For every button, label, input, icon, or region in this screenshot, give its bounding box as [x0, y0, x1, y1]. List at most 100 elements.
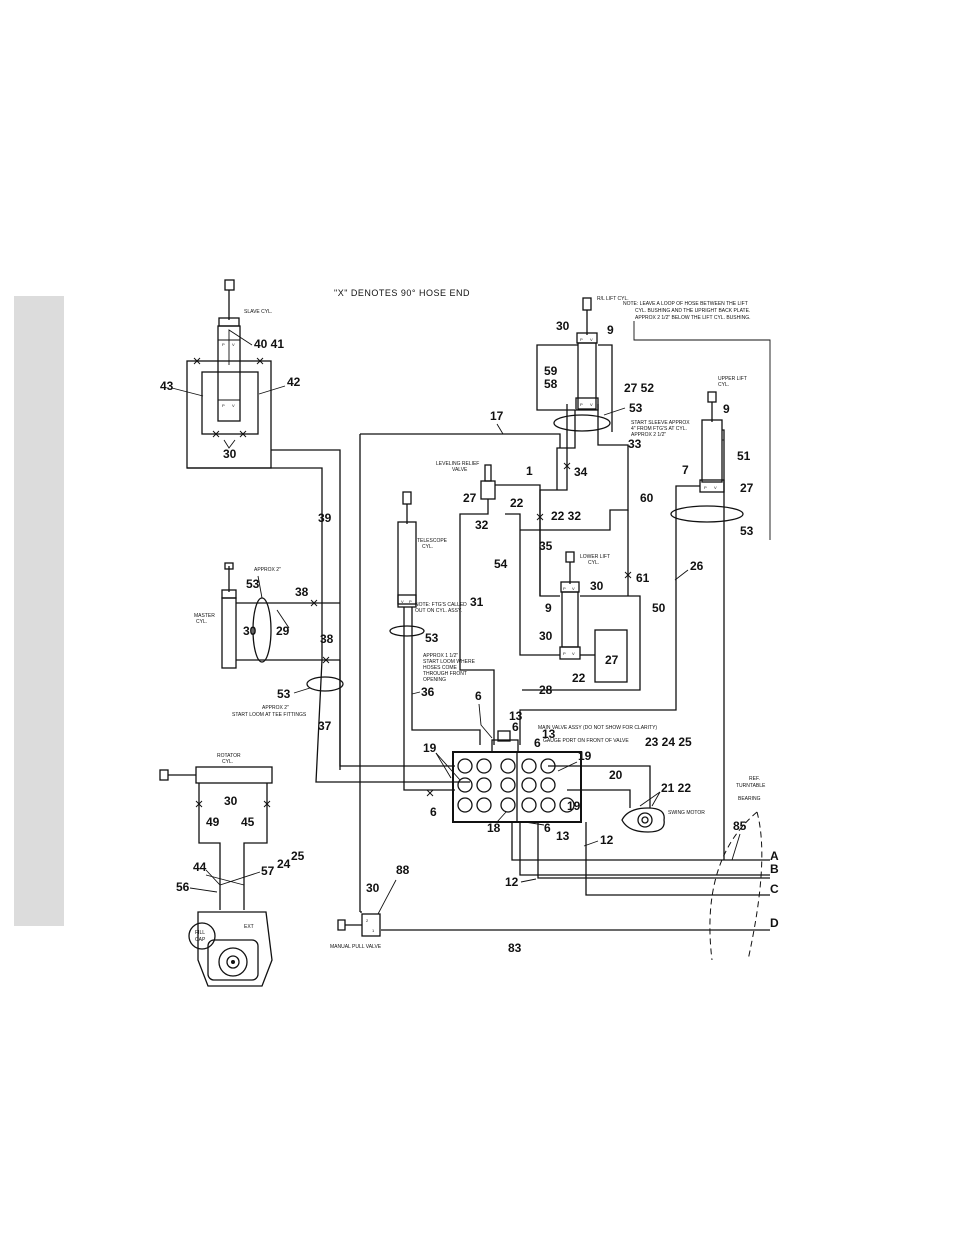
svg-text:P: P — [222, 403, 225, 408]
label-A: A — [770, 849, 779, 863]
callout-53-u: 53 — [740, 524, 754, 538]
callout-60: 60 — [640, 491, 654, 505]
callout-31: 31 — [470, 595, 484, 609]
gauge-port-label: GAUGE PORT ON FRONT OF VALVE — [543, 738, 629, 744]
svg-text:V: V — [401, 599, 404, 604]
lower-lift-label-2: CYL. — [588, 560, 599, 566]
callout-53-b: 53 — [277, 687, 291, 701]
callout-13-c: 13 — [556, 829, 570, 843]
svg-text:2: 2 — [366, 918, 369, 923]
callout-19-r2: 19 — [567, 799, 581, 813]
callout-30-a: 30 — [223, 447, 237, 461]
callout-56: 56 — [176, 880, 190, 894]
callout-61: 61 — [636, 571, 650, 585]
callout-30-mp: 30 — [366, 881, 380, 895]
callout-6-e: 6 — [512, 720, 519, 734]
svg-text:V: V — [232, 342, 235, 347]
callout-43: 43 — [160, 379, 174, 393]
svg-text:P: P — [409, 599, 412, 604]
manual-valve-label: MANUAL PULL VALVE — [330, 944, 382, 950]
callout-21-22: 21 22 — [661, 781, 691, 795]
sleeve-note-3: APPROX 2 1/2" — [631, 432, 666, 438]
callout-45: 45 — [241, 815, 255, 829]
note-line-1: NOTE: LEAVE A LOOP OF HOSE BETWEEN THE L… — [623, 301, 748, 307]
callout-6-c: 6 — [430, 805, 437, 819]
callout-35: 35 — [539, 539, 553, 553]
svg-text:V: V — [232, 403, 235, 408]
callout-18: 18 — [487, 821, 501, 835]
turntable-bearing — [747, 811, 763, 961]
callout-27-52: 27 52 — [624, 381, 654, 395]
callout-30-m: 30 — [243, 624, 257, 638]
label-C: C — [770, 882, 779, 896]
callout-40-41: 40 41 — [254, 337, 284, 351]
callout-29: 29 — [276, 624, 290, 638]
callout-9-ll: 9 — [545, 601, 552, 615]
leveling-label-2: VALVE — [452, 467, 468, 473]
callout-30-r: 30 — [224, 794, 238, 808]
svg-text:P: P — [580, 402, 583, 407]
callout-13-a: 13 — [509, 709, 523, 723]
swing-motor-label: SWING MOTOR — [668, 810, 705, 816]
turntable-label-1: REF. — [749, 776, 760, 782]
callout-17: 17 — [490, 409, 504, 423]
turntable-label-2: TURNTABLE — [736, 783, 766, 789]
callout-32-a: 32 — [475, 518, 489, 532]
label-D: D — [770, 916, 779, 930]
callout-30-t: 30 — [556, 319, 570, 333]
telescope-note-2: OUT ON CYL. ASSY. — [415, 608, 462, 614]
callout-6-d: 6 — [544, 821, 551, 835]
svg-text:V: V — [590, 337, 593, 342]
note-line-3: APPROX 2 1/2" BELOW THE LIFT CYL. BUSHIN… — [635, 315, 751, 321]
note-line-2: CYL. BUSHING AND THE UPRIGHT BACK PLATE. — [635, 308, 750, 314]
fill-cap-label-2: CAP — [195, 937, 206, 943]
callout-53-t: 53 — [629, 401, 643, 415]
loom-note-4: THROUGH FRONT — [423, 671, 467, 677]
callout-9-t: 9 — [607, 323, 614, 337]
manual-pull-valve: 2 1 MANUAL PULL VALVE — [330, 913, 382, 950]
page-edge-strip — [14, 296, 64, 926]
callout-26: 26 — [690, 559, 704, 573]
callout-85: 85 — [733, 819, 747, 833]
callout-30-ll: 30 — [590, 579, 604, 593]
callout-39: 39 — [318, 511, 332, 525]
rotator-cylinder: ROTATOR CYL. — [159, 753, 273, 784]
callout-44: 44 — [193, 860, 207, 874]
callout-28: 28 — [539, 683, 553, 697]
callout-51: 51 — [737, 449, 751, 463]
sleeve-upper — [670, 505, 744, 523]
callout-53-tel: 53 — [425, 631, 439, 645]
reservoir-port-label: EXT — [244, 924, 254, 930]
swing-motor: SWING MOTOR — [621, 807, 705, 833]
header-note: "X" DENOTES 90° HOSE END — [334, 288, 470, 298]
label-B: B — [770, 862, 779, 876]
rotator-label-2: CYL. — [222, 759, 233, 765]
master-cyl-label-1: MASTER — [194, 613, 215, 619]
loom-note-1: APPROX 1 1/2" — [423, 653, 458, 659]
sleeve-telescope — [389, 625, 425, 637]
callout-13-b: 13 — [542, 727, 556, 741]
sleeve-note-2: 4" FROM FTG'S AT CYL. — [631, 426, 687, 432]
callout-37: 37 — [318, 719, 332, 733]
callout-22-lb: 22 — [572, 671, 586, 685]
telescope-note-1: NOTE: FTG'S CALLED — [415, 602, 467, 608]
upper-lift-label-1: UPPER LIFT — [718, 376, 747, 382]
callout-33: 33 — [628, 437, 642, 451]
callout-12-b: 12 — [505, 875, 519, 889]
approx-note-bottom-1: APPROX 2" — [262, 705, 289, 711]
callout-7: 7 — [682, 463, 689, 477]
callout-30-lb: 30 — [539, 629, 553, 643]
callout-38-b: 38 — [320, 632, 334, 646]
fill-cap-label-1: FILL — [195, 930, 205, 936]
callout-57: 57 — [261, 864, 275, 878]
callout-9-u: 9 — [723, 402, 730, 416]
svg-text:P: P — [704, 485, 707, 490]
leveling-label-1: LEVELING RELIEF — [436, 461, 479, 467]
callout-83: 83 — [508, 941, 522, 955]
loom-note-5: OPENING — [423, 677, 446, 683]
callout-19-r: 19 — [578, 749, 592, 763]
lower-loop — [594, 629, 628, 683]
callout-27-lb: 27 — [605, 653, 619, 667]
